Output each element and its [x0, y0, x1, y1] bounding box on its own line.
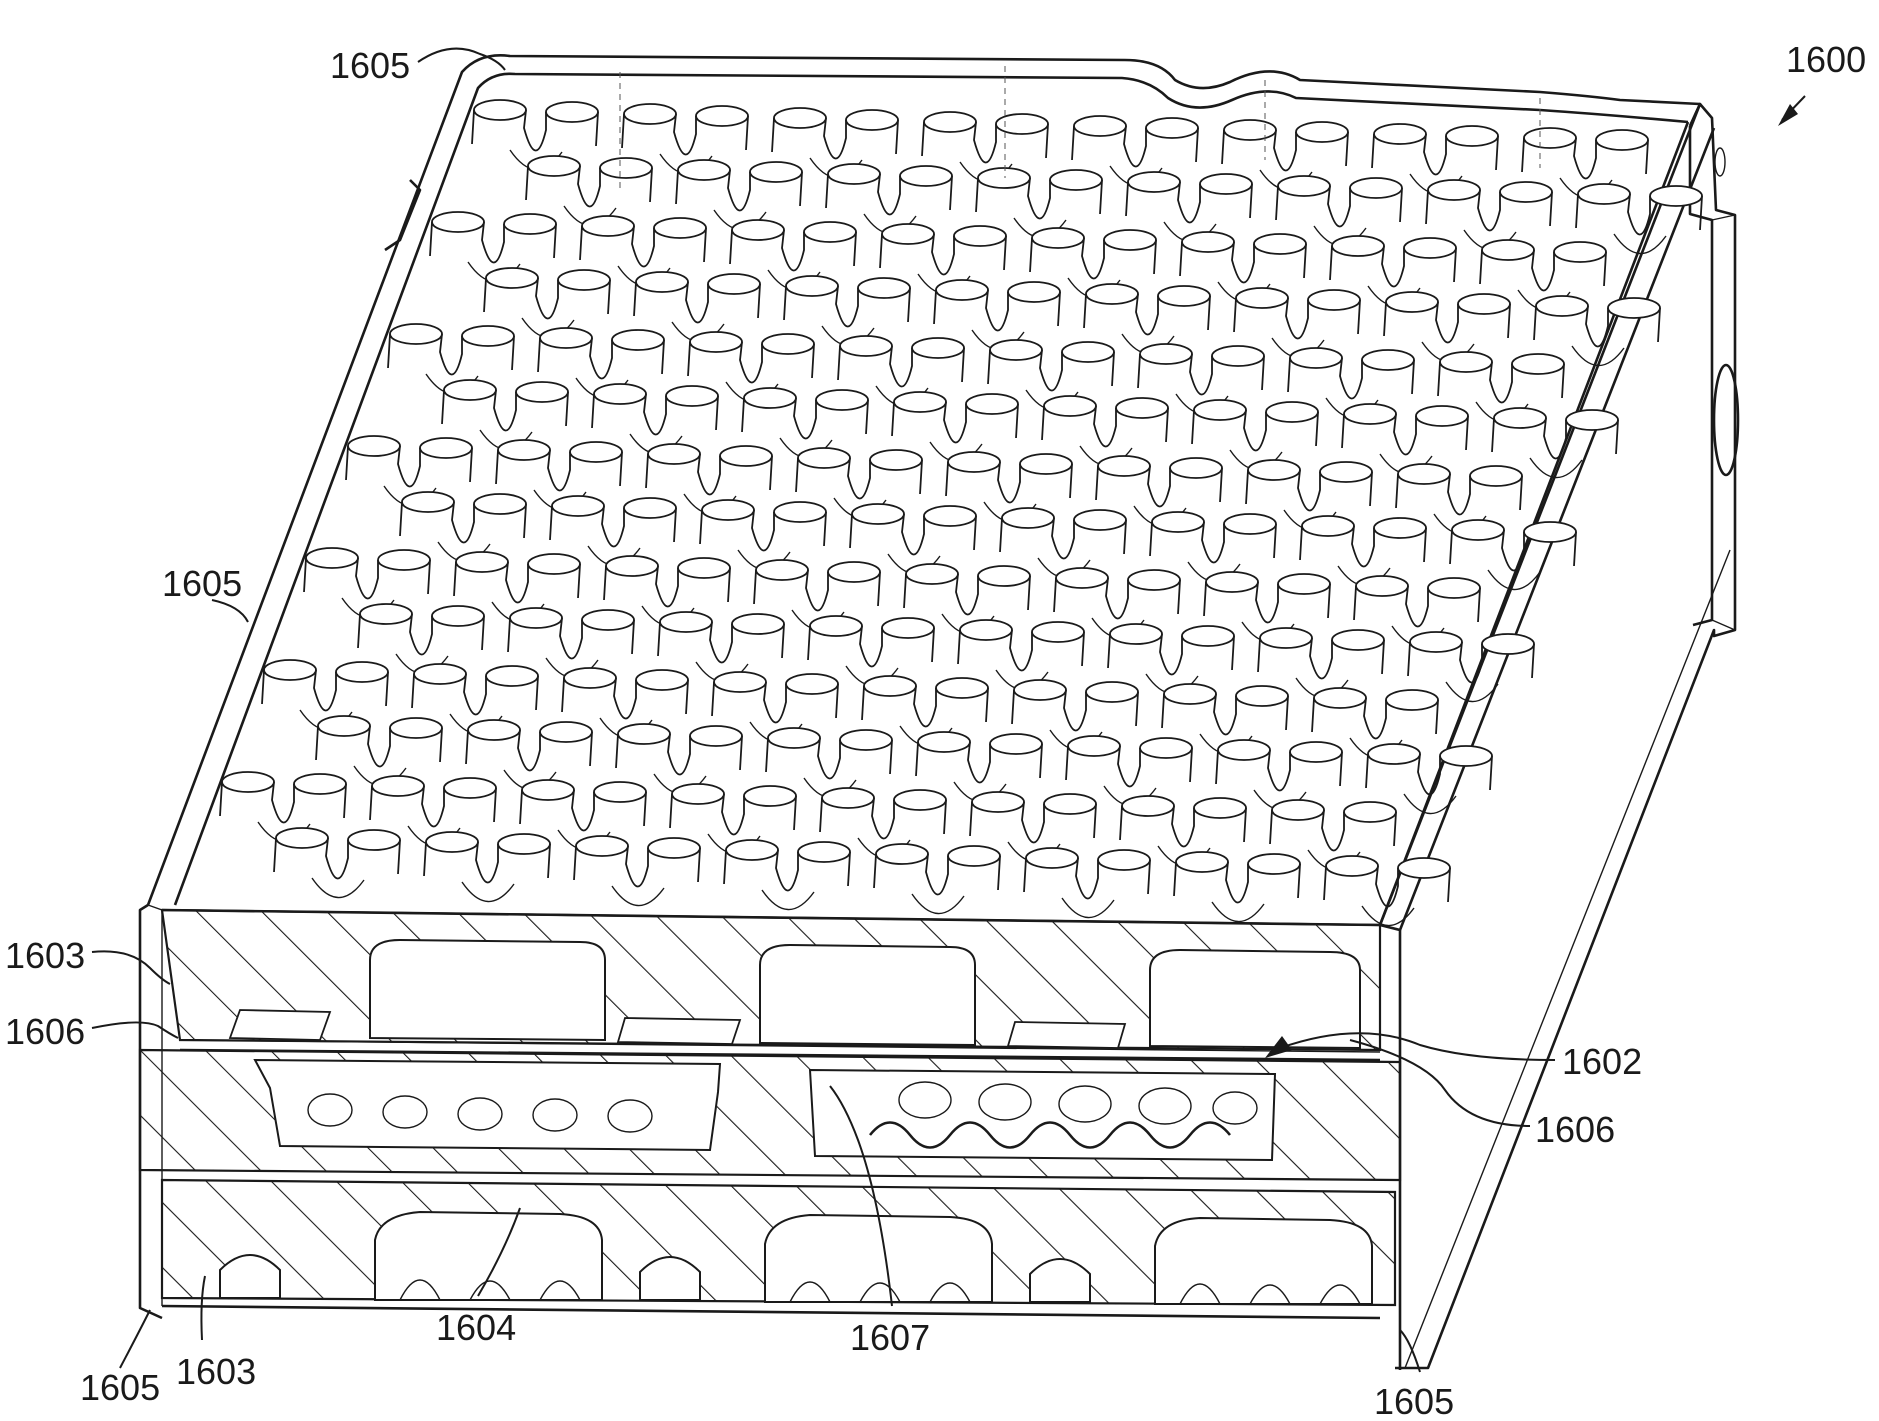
label-1606-left: 1606	[5, 1011, 85, 1052]
lower-notch-3	[640, 1257, 700, 1300]
label-1605-left: 1605	[162, 563, 242, 604]
leader-1603-left	[92, 951, 170, 984]
leader-1605-bottom-left	[120, 1310, 150, 1368]
middle-band	[140, 1050, 1400, 1180]
lower-notch-5	[1030, 1259, 1090, 1302]
label-1602: 1602	[1562, 1041, 1642, 1082]
side-slot	[1715, 148, 1725, 176]
leader-1605-top	[418, 49, 505, 70]
label-1607: 1607	[850, 1317, 930, 1358]
label-1605-bottom-right: 1605	[1374, 1381, 1454, 1421]
cell-post	[274, 828, 400, 898]
cell-post	[874, 844, 1000, 914]
cell-post	[424, 832, 550, 902]
label-1605-bottom-left: 1605	[80, 1367, 160, 1408]
upper-pocket-3	[1150, 950, 1360, 1048]
upper-pocket-2	[760, 945, 975, 1045]
cell-post	[574, 836, 700, 906]
cell-post	[1324, 856, 1450, 926]
cell-post	[1174, 852, 1300, 922]
middle-window-right	[810, 1070, 1275, 1160]
label-1603-bottom: 1603	[176, 1351, 256, 1392]
leader-1606-left	[92, 1022, 178, 1038]
label-1605-top: 1605	[330, 45, 410, 86]
label-1604: 1604	[436, 1307, 516, 1348]
middle-window-left	[255, 1060, 720, 1150]
upper-pocket-1	[370, 940, 605, 1040]
label-1600: 1600	[1786, 39, 1866, 80]
lower-section-layer	[162, 1180, 1395, 1305]
cell-array	[220, 100, 1702, 926]
upper-section-layer	[162, 910, 1380, 1052]
cell-post	[1024, 848, 1150, 918]
lower-notch-1	[220, 1255, 280, 1298]
label-1606-right: 1606	[1535, 1109, 1615, 1150]
tray-front-bottom	[162, 1306, 1380, 1318]
tray-right-wall	[1395, 104, 1735, 1368]
label-1603-left: 1603	[5, 935, 85, 976]
cell-post	[724, 840, 850, 910]
